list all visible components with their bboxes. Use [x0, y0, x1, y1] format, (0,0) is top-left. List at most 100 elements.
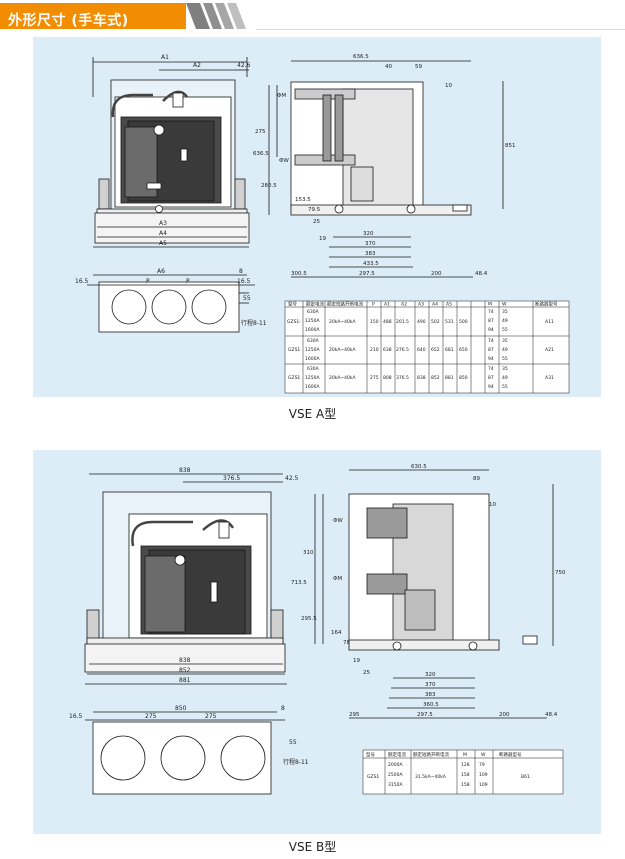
drawing-panel-a: A1 A2 42.6 A3 A4 A5 A6 8 16.5 16.5 P P 5…: [33, 37, 601, 397]
stroke-label-b: 行程8-11: [283, 758, 309, 766]
vse-b-top-dims: 850 8 16.5 275 275 55 行程8-11: [69, 705, 309, 766]
dim-b-838-top: 838: [179, 467, 191, 474]
dim-b-484: 48.4: [545, 712, 558, 718]
drawing-panel-b: 838 376.5 42.5 838 852 881 850 8 16.5 27…: [33, 450, 601, 834]
r1-a4: 652: [431, 347, 440, 353]
r1-m1: 87: [488, 347, 494, 353]
dim-b-750: 750: [555, 570, 566, 576]
th-a1: A1: [384, 302, 390, 308]
dim-2975: 297.5: [359, 271, 375, 277]
dim-426: 42.6: [237, 62, 251, 69]
r0-w0: 35: [502, 309, 508, 315]
r0-a1: 488: [383, 319, 392, 325]
vse-a-front-dims: A1 A2 42.6 A3 A4 A5: [92, 54, 251, 248]
dim-8: 8: [239, 268, 243, 275]
thb-current: 额定电流: [388, 751, 406, 758]
th-p: P: [372, 302, 375, 308]
r1-a5: 681: [445, 347, 454, 353]
r1-w1: 49: [502, 347, 508, 353]
r2-a4: 852: [431, 375, 440, 381]
th-a3: A3: [418, 302, 424, 308]
dim-165-left: 16.5: [75, 278, 89, 285]
dim-b-200: 200: [499, 712, 510, 718]
r2-type: A31: [545, 375, 554, 381]
r0-a2: 201.5: [396, 319, 409, 325]
vse-b-top-view: [92, 721, 272, 795]
r2-w1: 49: [502, 375, 508, 381]
dim-b-838: 838: [179, 657, 191, 664]
rb-w2: 109: [479, 782, 488, 788]
dim-795: 79.5: [308, 207, 321, 213]
r0-w1: 49: [502, 318, 508, 324]
vse-a-side-view: [290, 81, 472, 216]
caption-vse-b: VSE B型: [288, 840, 337, 854]
r2-m1: 87: [488, 375, 494, 381]
vse-a-side-dims: 636.5 40 59 10 275 636.5 280.5 153.5 79.…: [253, 54, 516, 278]
dim-10: 10: [445, 83, 452, 89]
rb-w1: 109: [479, 772, 488, 778]
r2-extra: 850: [459, 375, 468, 381]
r2-breaking: 20kA~40kA: [329, 375, 357, 381]
dim-b-2955: 295.5: [301, 616, 317, 622]
dim-b-phi-m: ΦM: [333, 576, 342, 582]
dim-383: 383: [365, 251, 376, 257]
dim-55: 55: [243, 295, 251, 302]
r2-c1: 1250A: [305, 375, 320, 381]
dim-b-852: 852: [179, 667, 191, 674]
dim-b-881: 881: [179, 677, 191, 684]
stroke-label: 行程8-11: [241, 319, 267, 327]
r1-c2: 1600A: [305, 356, 320, 362]
rb-c1: 2500A: [388, 772, 403, 778]
th-a2: A2: [401, 302, 407, 308]
dim-b-850: 850: [175, 705, 187, 712]
dim-a1: A1: [161, 54, 169, 61]
rb-type: B61: [521, 774, 530, 780]
vse-a-front-view: [94, 79, 250, 244]
r1-w2: 55: [502, 356, 508, 362]
r0-m0: 74: [488, 309, 494, 315]
r2-model: GZS1: [288, 375, 300, 381]
dim-165-right: 16.5: [237, 278, 251, 285]
vse-a-top-view: [98, 281, 249, 333]
dim-320: 320: [363, 231, 374, 237]
dim-b-275-2: 275: [205, 713, 217, 720]
th-current: 额定电流: [306, 301, 324, 308]
dim-b-25: 25: [363, 670, 370, 676]
vse-b-side-view: [348, 493, 538, 651]
page-header: 外形尺寸 (手车式): [0, 0, 625, 32]
th-breaking: 额定短路开断电流: [327, 301, 363, 308]
r0-extra: 500: [459, 319, 468, 325]
vse-a-top-dims: A6 8 16.5 16.5 P P 55 行程8-11: [75, 268, 267, 327]
dim-a4: A4: [159, 230, 167, 237]
r0-c0: 630A: [307, 309, 320, 315]
dim-a3: A3: [159, 220, 167, 227]
dim-b-2975: 297.5: [417, 712, 433, 718]
dim-40: 40: [385, 64, 392, 70]
thb-m: M: [463, 752, 467, 758]
dim-200: 200: [431, 271, 442, 277]
th-w: W: [502, 302, 507, 308]
dim-275: 275: [255, 129, 266, 135]
r1-a1: 638: [383, 347, 392, 353]
dim-59: 59: [415, 64, 422, 70]
dim-a6: A6: [157, 268, 165, 275]
dim-6095: 636.5: [253, 151, 269, 157]
dim-p-1: P: [146, 278, 150, 285]
r0-breaking: 20kA~40kA: [329, 319, 357, 325]
vse-b-side-dims: 630.5 89 10 310 713.5 295.5 164 78 19 ΦW…: [291, 464, 566, 719]
dim-b-3765: 376.5: [223, 475, 240, 482]
header-banner: 外形尺寸 (手车式): [0, 3, 186, 29]
r0-type: A11: [545, 319, 554, 325]
r0-c1: 1250A: [305, 318, 320, 324]
r1-c0: 630A: [307, 338, 320, 344]
rb-w0: 79: [479, 762, 485, 768]
r0-m2: 94: [488, 327, 494, 333]
rb-c2: 3150A: [388, 782, 403, 788]
r0-a5: 531: [445, 319, 454, 325]
dim-b-370: 370: [425, 682, 436, 688]
r0-m1: 87: [488, 318, 494, 324]
dim-b-164: 164: [331, 630, 342, 636]
rb-breaking: 31.5kA~40kA: [415, 774, 447, 780]
r0-model: GZS1-: [287, 319, 301, 325]
dim-p-2: P: [186, 278, 190, 285]
